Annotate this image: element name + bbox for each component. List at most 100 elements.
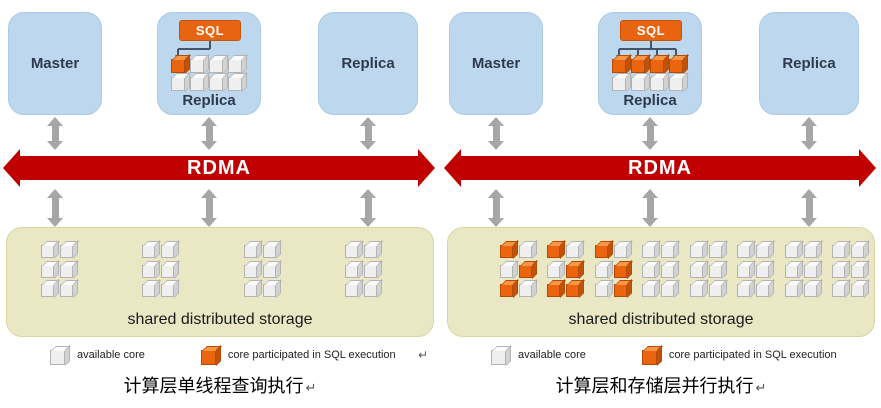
storage-core-group (243, 245, 276, 299)
available-core-cube-icon (41, 264, 54, 278)
available-core-cube-icon (803, 284, 817, 298)
paragraph-return-mark: ↵ (305, 380, 317, 395)
storage-core-group (784, 245, 817, 299)
available-core-cube-icon (631, 77, 645, 91)
storage-core-group (547, 245, 580, 299)
caption-text: 计算层单线程查询执行 (123, 376, 304, 396)
available-core-cube-icon (708, 284, 722, 298)
available-core-cube-icon (850, 264, 864, 278)
available-core-cube-icon (784, 264, 798, 278)
available-core-cube-icon (190, 59, 204, 73)
available-core-cube-icon (363, 264, 377, 278)
available-core-cube-icon (803, 245, 817, 258)
sql-core-icon (641, 350, 657, 365)
available-core-cube-icon (831, 284, 845, 298)
available-core-cube-icon (661, 264, 675, 278)
available-core-cube-icon (803, 264, 817, 278)
double-arrow-icon (360, 189, 376, 227)
available-core-cube-icon (142, 245, 156, 258)
panel-parallel-execution: Master SQL Replica Replica RDMA shared d… (441, 0, 881, 408)
available-core-cube-icon (642, 245, 656, 258)
sql-core-cube-icon (171, 59, 185, 73)
available-core-cube-icon (243, 284, 257, 298)
sql-core-cube-icon (594, 245, 608, 258)
available-core-cube-icon (566, 245, 580, 258)
storage-core-groups (41, 245, 377, 299)
available-core-cube-icon (689, 264, 703, 278)
available-core-cube-icon (784, 245, 798, 258)
available-core-cube-icon (344, 245, 358, 258)
sql-core-cube-icon (500, 245, 513, 258)
available-core-cube-icon (344, 284, 358, 298)
storage-core-group (737, 245, 770, 299)
available-core-cube-icon (784, 284, 798, 298)
storage-core-group (831, 245, 864, 299)
available-core-cube-icon (661, 245, 675, 258)
available-core-cube-icon (228, 77, 242, 91)
caption-parallel: 计算层和存储层并行执行↵ (441, 372, 881, 398)
available-core-icon (491, 350, 506, 365)
storage-core-group (642, 245, 675, 299)
available-core-cube-icon (161, 284, 175, 298)
available-core-cube-icon (850, 284, 864, 298)
sql-core-cube-icon (519, 264, 532, 278)
replica-node-label: Replica (782, 55, 836, 72)
sql-core-cube-icon (566, 284, 580, 298)
available-core-cube-icon (642, 264, 656, 278)
replica-node-label: Replica (341, 55, 395, 72)
legend-participated-label: core participated in SQL execution (668, 349, 837, 361)
rdma-arrow: RDMA (3, 149, 435, 187)
available-core-cube-icon (594, 284, 608, 298)
available-core-cube-icon (737, 284, 751, 298)
master-node: Master (449, 12, 543, 115)
sql-core-cube-icon (566, 264, 580, 278)
available-core-cube-icon (60, 284, 73, 298)
available-core-cube-icon (41, 284, 54, 298)
double-arrow-icon (488, 189, 504, 227)
double-arrow-icon (488, 117, 504, 150)
sql-core-cube-icon (547, 245, 561, 258)
available-core-cube-icon (142, 284, 156, 298)
replica-sql-node: SQL Replica (157, 12, 261, 115)
double-arrow-icon (642, 117, 658, 150)
available-core-cube-icon (594, 264, 608, 278)
rdma-arrow: RDMA (444, 149, 876, 187)
available-core-cube-icon (650, 77, 664, 91)
legend: available core core participated in SQL … (491, 345, 869, 365)
sql-badge: SQL (179, 20, 241, 41)
caption-single-thread: 计算层单线程查询执行↵ (0, 372, 440, 398)
sql-core-cube-icon (613, 284, 627, 298)
available-core-cube-icon (547, 264, 561, 278)
paragraph-return-mark: ↵ (417, 348, 428, 362)
available-core-cube-icon (262, 284, 276, 298)
available-core-cube-icon (161, 245, 175, 258)
available-core-cube-icon (161, 264, 175, 278)
sql-core-icon (200, 350, 216, 365)
available-core-cube-icon (831, 264, 845, 278)
available-core-cube-icon (519, 245, 532, 258)
storage-core-groups (500, 245, 864, 299)
available-core-cube-icon (756, 284, 770, 298)
available-core-cube-icon (613, 245, 627, 258)
available-core-cube-icon (831, 245, 845, 258)
legend-participated-label: core participated in SQL execution (227, 349, 396, 361)
replica-node: Replica (759, 12, 859, 115)
available-core-icon (50, 350, 65, 365)
sql-core-cube-icon (650, 59, 664, 73)
available-core-cube-icon (642, 284, 656, 298)
rdma-label: RDMA (187, 156, 251, 179)
shared-storage-box: shared distributed storage (447, 227, 875, 337)
available-core-cube-icon (228, 59, 242, 73)
rdma-label: RDMA (628, 156, 692, 179)
shared-storage-box: shared distributed storage (6, 227, 434, 337)
storage-label: shared distributed storage (568, 311, 754, 328)
panel-single-thread-execution: Master SQL Replica Replica RDMA shared d… (0, 0, 440, 408)
available-core-cube-icon (689, 245, 703, 258)
sql-badge: SQL (620, 20, 682, 41)
available-core-cube-icon (60, 264, 73, 278)
available-core-cube-icon (661, 284, 675, 298)
storage-core-group (41, 245, 73, 299)
legend-available-label: available core (77, 349, 145, 361)
storage-core-group (344, 245, 377, 299)
